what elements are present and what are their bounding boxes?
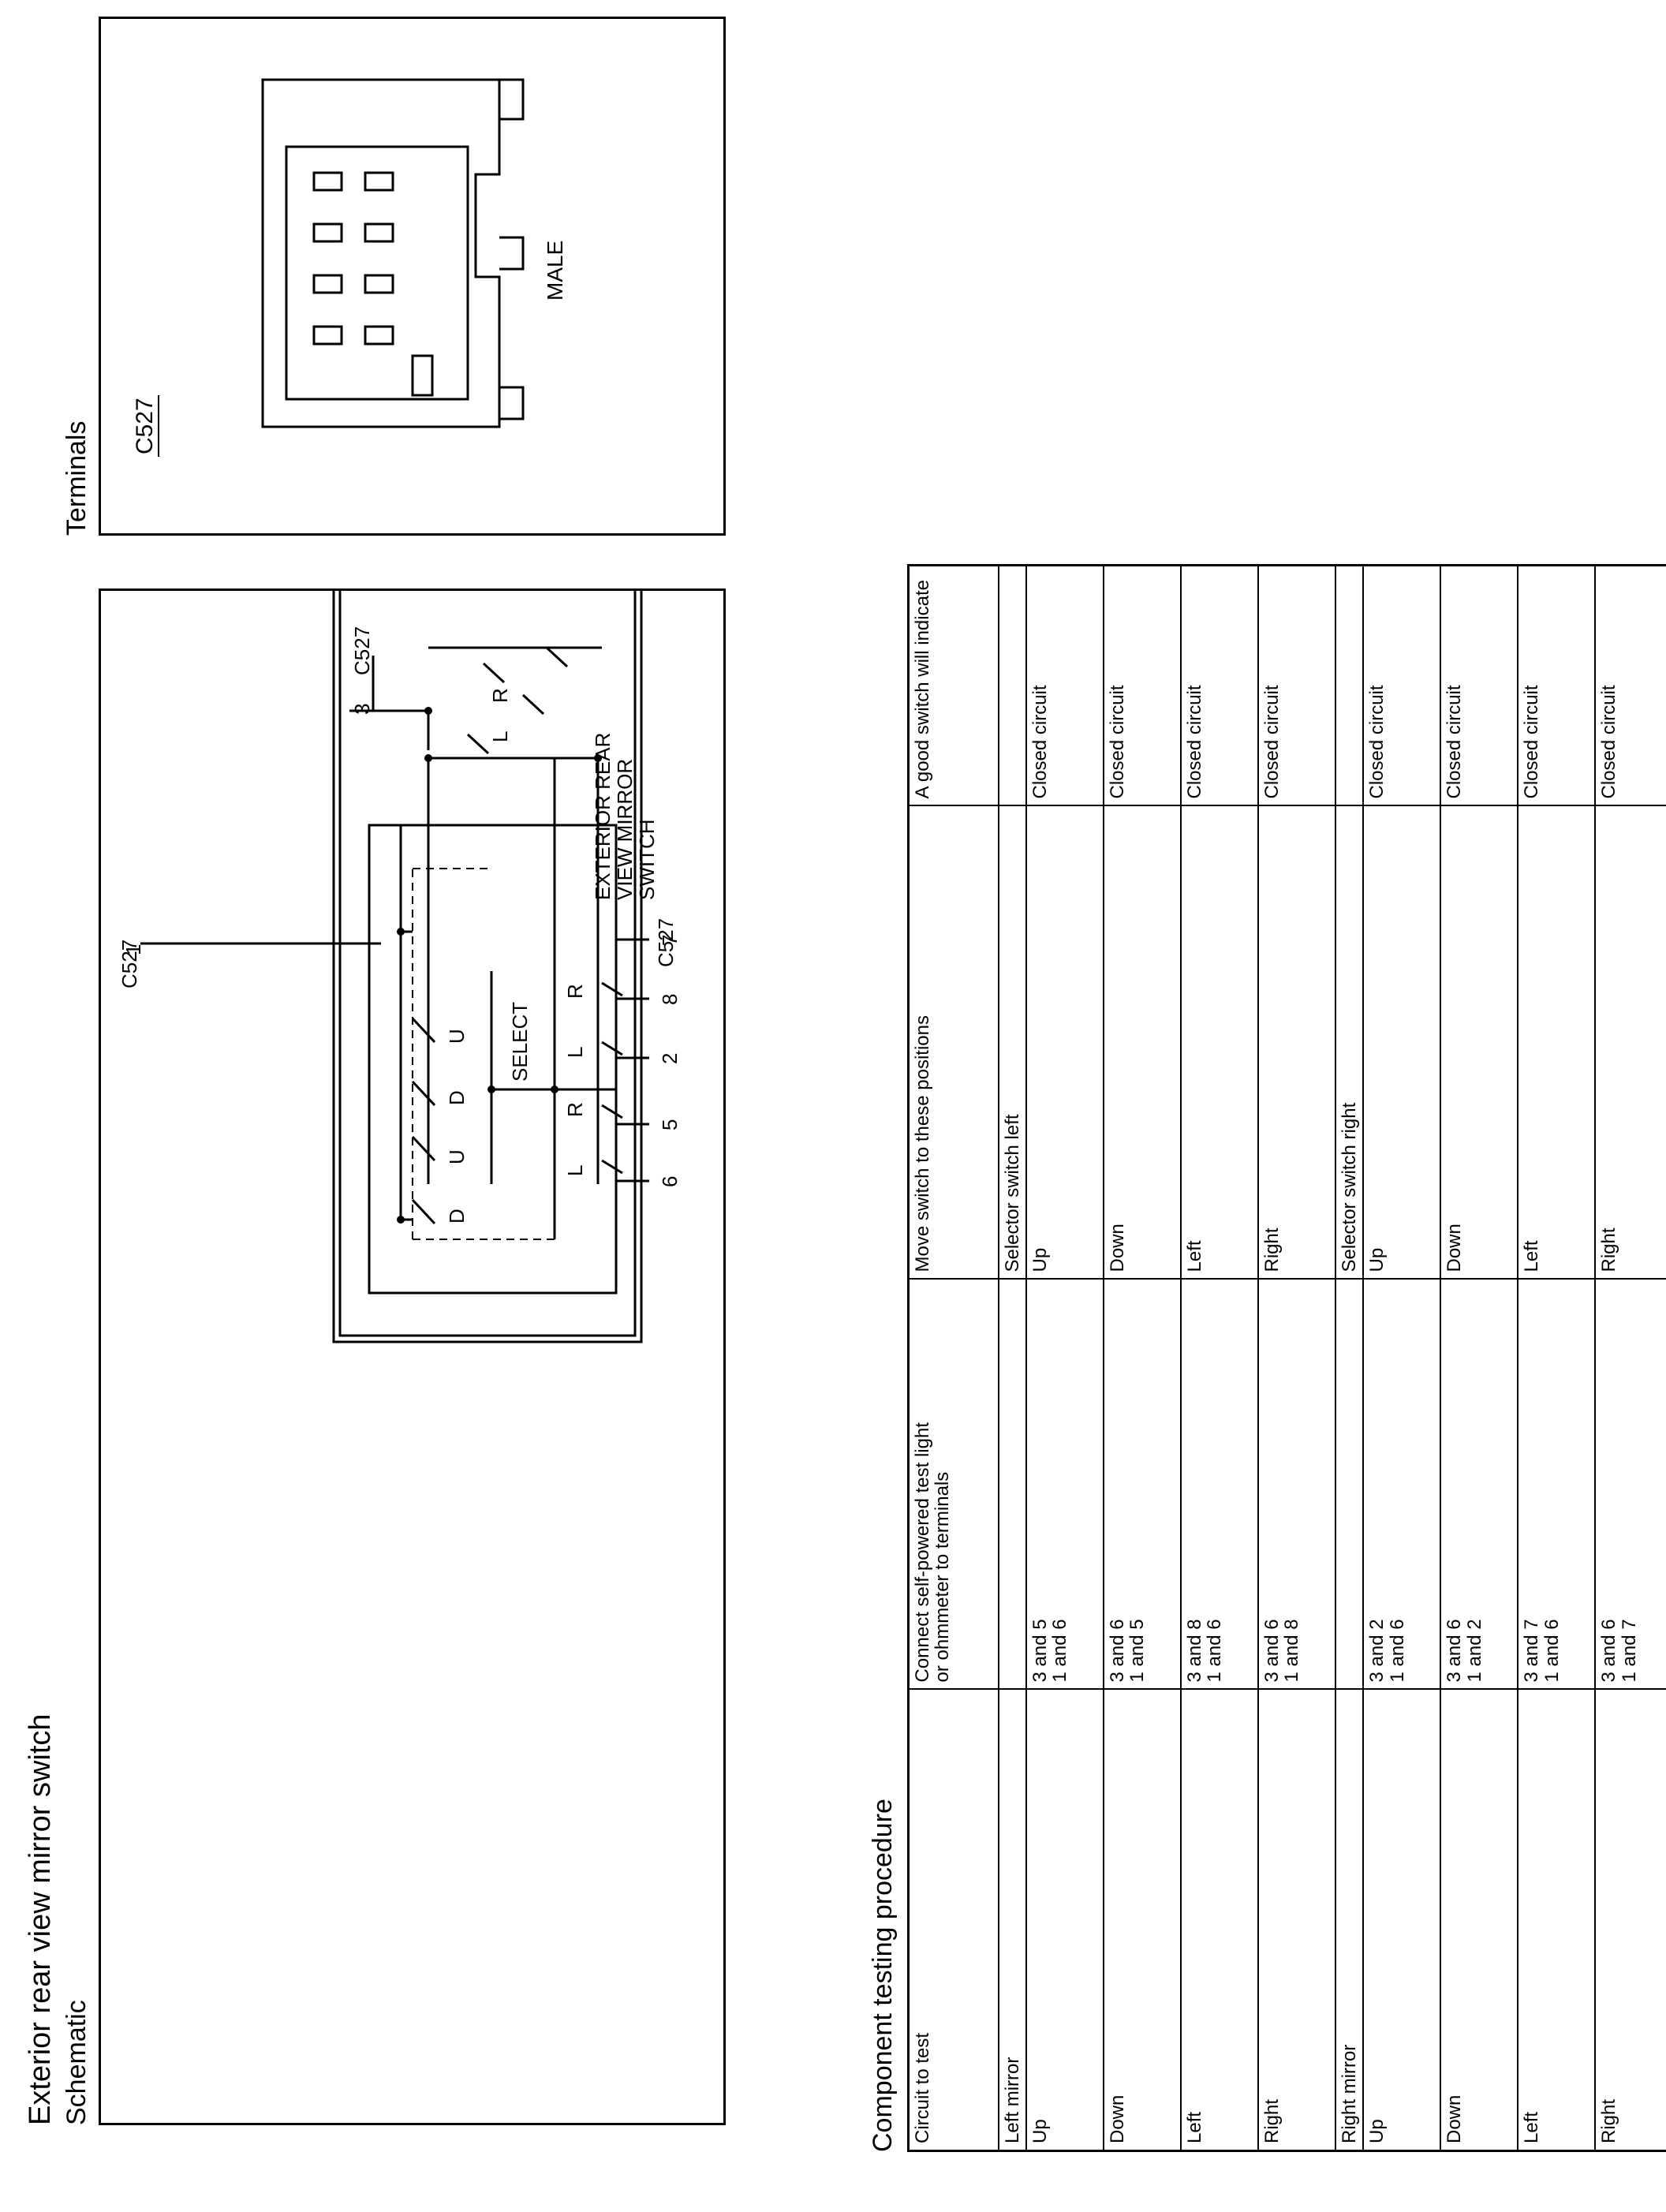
cell-result: Closed circuit — [1181, 565, 1259, 806]
pos-l-label-3: L — [563, 1047, 587, 1058]
connector-housing — [261, 78, 501, 428]
group-selector: Selector switch right — [1335, 805, 1364, 1280]
cell-result: Closed circuit — [1258, 565, 1336, 806]
switch-name-line2: VIEW MIRROR — [613, 759, 637, 900]
cell-result: Closed circuit — [1440, 565, 1518, 806]
cell-result: Closed circuit — [1518, 565, 1596, 806]
pos-u-label: U — [445, 1149, 469, 1164]
terminals-panel: C527 MALE — [99, 17, 726, 536]
cell-position: Down — [1440, 805, 1518, 1280]
select-label: SELECT — [508, 1002, 532, 1082]
group-selector: Selector switch left — [999, 805, 1027, 1280]
cell-result: Closed circuit — [1363, 565, 1441, 806]
cell-circuit: Right — [1595, 1689, 1666, 2151]
gender-label: MALE — [543, 241, 567, 301]
cell-circuit: Up — [1363, 1689, 1441, 2151]
pos-r-label: R — [488, 688, 512, 703]
col-result: A good switch will indicate — [908, 565, 999, 806]
connector-label-left: C527 — [118, 940, 141, 988]
pin-7-label: 7 — [658, 935, 682, 946]
cell-circuit: Down — [1104, 1689, 1182, 2151]
group-row-left: Left mirror Selector switch left — [999, 565, 1027, 2151]
pin-6-label: 6 — [658, 1176, 682, 1187]
cell-circuit: Down — [1440, 1689, 1518, 2151]
pos-r-label-2: R — [563, 1102, 587, 1117]
pin-2-label: 2 — [658, 1053, 682, 1064]
wiring-schematic: 3 C527 1 C527 C527 SELECT D U D U L R L … — [118, 544, 682, 1343]
connector-label-bottom: C527 — [654, 918, 678, 967]
group-label: Left mirror — [999, 1689, 1027, 2151]
cell-circuit: Right — [1258, 1689, 1336, 2151]
pos-l-label: L — [488, 731, 512, 742]
col-circuit: Circuit to test — [908, 1689, 999, 2151]
cell-position: Up — [1363, 805, 1441, 1280]
pos-r-label-3: R — [563, 984, 587, 999]
switch-name-line1: EXTERIOR REAR — [591, 733, 614, 900]
pos-d-label-2: D — [445, 1090, 469, 1105]
col-position: Move switch to these positions — [908, 805, 999, 1280]
pin-5-label: 5 — [658, 1119, 682, 1130]
cell-position: Right — [1258, 805, 1336, 1280]
pin-8-label: 8 — [658, 994, 682, 1005]
pos-d-label: D — [445, 1209, 469, 1224]
switch-housing-outer — [332, 544, 643, 1343]
cell-position: Down — [1104, 805, 1182, 1280]
connector-latch — [411, 354, 434, 397]
pin-1-label: 1 — [121, 944, 145, 955]
pos-u-label-2: U — [445, 1029, 469, 1044]
internal-frame — [368, 824, 618, 1295]
testing-table: Circuit to test Connect self-powered tes… — [907, 564, 1666, 2152]
terminals-heading: Terminals — [62, 420, 92, 536]
cell-position: Left — [1181, 805, 1259, 1280]
pos-l-label-2: L — [563, 1165, 587, 1176]
cell-result: Closed circuit — [1104, 565, 1182, 806]
pin-3-label: 3 — [350, 704, 374, 715]
document-title: Exterior rear view mirror switch — [24, 1713, 57, 2125]
group-row-right: Right mirror Selector switch right — [1335, 565, 1364, 2151]
switch-housing-inner — [338, 550, 637, 1337]
cell-result: Closed circuit — [1026, 565, 1104, 806]
cell-position: Up — [1026, 805, 1104, 1280]
switch-name-line3: SWITCH — [635, 819, 659, 900]
connector-cavity — [285, 145, 469, 401]
cell-result: Closed circuit — [1595, 565, 1666, 806]
cell-position: Left — [1518, 805, 1596, 1280]
table-header-row: Circuit to test Connect self-powered tes… — [908, 565, 999, 2151]
schematic-heading: Schematic — [62, 2000, 92, 2125]
cell-circuit: Left — [1518, 1689, 1596, 2151]
cell-circuit: Left — [1181, 1689, 1259, 2151]
connector-face-drawing: C527 MALE — [132, 78, 567, 457]
procedure-heading: Component testing procedure — [868, 1799, 898, 2152]
group-label: Right mirror — [1335, 1689, 1364, 2151]
connector-label-top: C527 — [350, 626, 374, 675]
schematic-panel: 3 C527 1 C527 C527 SELECT D U D U L R L … — [99, 544, 726, 2125]
cell-position: Right — [1595, 805, 1666, 1280]
cell-circuit: Up — [1026, 1689, 1104, 2151]
terminals-connector-label: C527 — [132, 398, 158, 454]
pin3-feed — [372, 656, 430, 750]
